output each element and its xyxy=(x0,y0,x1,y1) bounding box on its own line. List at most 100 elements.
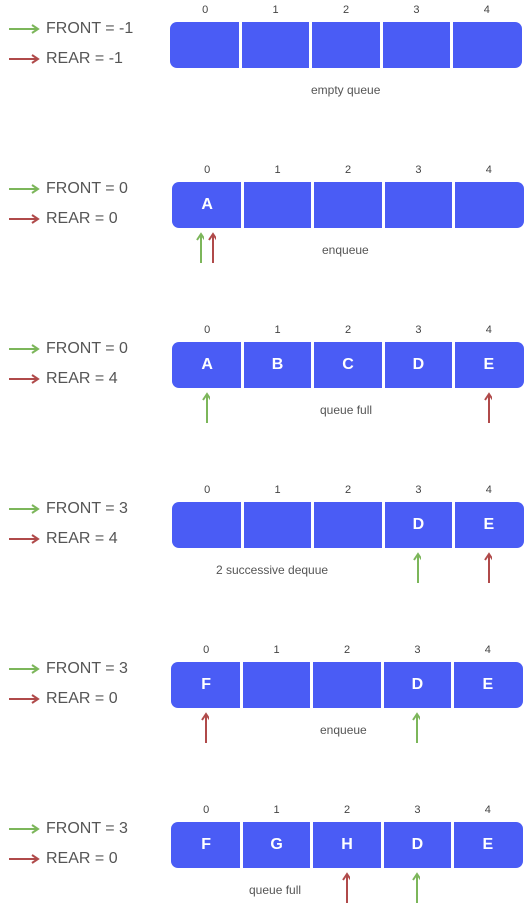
rear-arrow-icon xyxy=(9,694,40,704)
queue-cell xyxy=(170,22,240,68)
queue-cell xyxy=(172,502,242,548)
index-label: 1 xyxy=(274,484,281,496)
front-pointer-legend: FRONT = 3 xyxy=(8,660,128,678)
front-label: FRONT = 3 xyxy=(46,500,128,517)
front-label: FRONT = 0 xyxy=(46,180,128,197)
rear-pointer-arrow-icon xyxy=(342,872,350,903)
cell-divider xyxy=(238,22,242,68)
index-label: 3 xyxy=(414,644,421,656)
front-pointer-legend: FRONT = 3 xyxy=(8,820,128,838)
queue-cell xyxy=(313,502,383,548)
queue-cell: E xyxy=(483,356,495,373)
index-label: 3 xyxy=(415,324,422,336)
queue-cell: E xyxy=(482,676,494,693)
front-label: FRONT = -1 xyxy=(46,20,134,37)
cell-divider xyxy=(452,502,456,548)
queue-cell xyxy=(313,182,383,228)
cell-divider xyxy=(239,662,243,708)
rear-pointer-legend: REAR = -1 xyxy=(8,50,123,68)
queue-cell xyxy=(311,22,381,68)
queue-cell xyxy=(242,182,312,228)
stage-caption: enqueue xyxy=(320,723,367,737)
stage-caption: empty queue xyxy=(311,83,381,97)
cell-divider xyxy=(310,822,314,868)
front-pointer-arrow-icon xyxy=(196,232,205,263)
stage-caption: queue full xyxy=(249,883,302,897)
front-pointer-legend: FRONT = 0 xyxy=(8,180,128,198)
index-label: 0 xyxy=(203,644,210,656)
index-label: 4 xyxy=(485,324,492,336)
front-pointer-legend: FRONT = 0 xyxy=(8,340,128,358)
rear-pointer-legend: REAR = 0 xyxy=(8,850,118,868)
queue-cell: H xyxy=(341,836,353,853)
rear-pointer-arrow-icon xyxy=(201,712,210,743)
rear-pointer-legend: REAR = 0 xyxy=(8,690,118,708)
front-label: FRONT = 0 xyxy=(46,340,128,357)
index-label: 0 xyxy=(202,4,209,16)
rear-arrow-icon xyxy=(9,854,40,864)
front-pointer-arrow-icon xyxy=(413,552,422,583)
front-pointer-arrow-icon xyxy=(412,872,421,903)
rear-arrow-icon xyxy=(9,374,40,384)
queue-cell: A xyxy=(201,196,213,213)
queue-array xyxy=(170,22,522,68)
cell-divider xyxy=(310,662,314,708)
index-label: 2 xyxy=(344,324,352,336)
rear-arrow-icon xyxy=(9,54,40,64)
index-label: 2 xyxy=(344,164,352,176)
queue-cell: E xyxy=(483,516,495,533)
index-label: 0 xyxy=(204,324,211,336)
queue-cell: D xyxy=(412,356,425,373)
index-label: 1 xyxy=(272,4,279,16)
index-label: 4 xyxy=(485,484,492,496)
cell-divider xyxy=(380,822,384,868)
index-label: 2 xyxy=(342,4,350,16)
index-label: 1 xyxy=(274,164,281,176)
index-label: 0 xyxy=(204,164,211,176)
cell-divider xyxy=(452,342,456,388)
cell-divider xyxy=(379,22,383,68)
cell-divider xyxy=(309,22,313,68)
cell-divider xyxy=(311,502,315,548)
front-label: FRONT = 3 xyxy=(46,820,128,837)
index-label: 1 xyxy=(273,644,280,656)
rear-label: REAR = 4 xyxy=(46,370,118,387)
rear-pointer-arrow-icon xyxy=(208,232,217,263)
rear-arrow-icon xyxy=(9,534,40,544)
queue-cell: F xyxy=(201,676,212,693)
cell-divider xyxy=(451,822,455,868)
index-label: 0 xyxy=(204,484,211,496)
index-label: 3 xyxy=(414,804,421,816)
front-arrow-icon xyxy=(9,504,40,514)
queue-cell xyxy=(454,182,524,228)
index-label: 2 xyxy=(344,484,352,496)
queue-cell xyxy=(312,662,382,708)
queue-cell xyxy=(240,22,310,68)
rear-label: REAR = 4 xyxy=(46,530,118,547)
index-label: 0 xyxy=(203,804,210,816)
queue-cell: D xyxy=(411,676,424,693)
front-pointer-legend: FRONT = -1 xyxy=(8,20,133,38)
queue-array: A xyxy=(172,182,524,228)
rear-pointer-arrow-icon xyxy=(483,552,492,583)
rear-label: REAR = 0 xyxy=(46,850,118,867)
front-arrow-icon xyxy=(9,24,40,34)
queue-cell xyxy=(241,662,311,708)
rear-label: REAR = 0 xyxy=(46,690,118,707)
stage-caption: enqueue xyxy=(322,243,369,257)
rear-pointer-legend: REAR = 0 xyxy=(8,210,118,228)
queue-cell xyxy=(383,182,453,228)
cell-divider xyxy=(380,662,384,708)
index-label: 4 xyxy=(485,164,492,176)
cell-divider xyxy=(240,342,244,388)
rear-pointer-legend: REAR = 4 xyxy=(8,530,118,548)
front-arrow-icon xyxy=(9,184,40,194)
index-label: 3 xyxy=(415,484,422,496)
index-label: 4 xyxy=(483,4,490,16)
cell-divider xyxy=(240,502,244,548)
